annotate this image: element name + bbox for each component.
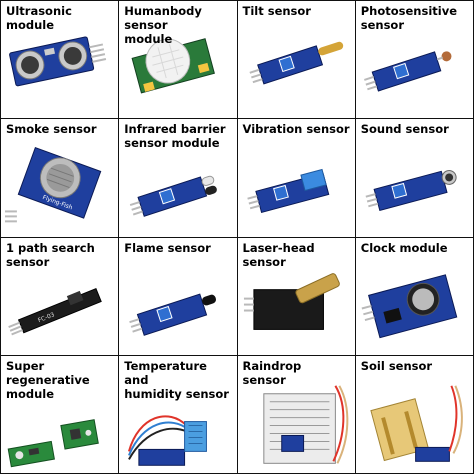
cell-tilt: Tilt sensor bbox=[237, 1, 355, 119]
cell-soil: Soil sensor bbox=[355, 355, 473, 473]
dht-sensor-image bbox=[128, 415, 208, 466]
vibration-sensor-image bbox=[246, 169, 329, 214]
cell-temperature-humidity: Temperature and humidity sensor bbox=[119, 355, 237, 473]
infrared-sensor-image bbox=[130, 176, 218, 218]
sound-sensor-image bbox=[365, 170, 457, 212]
flame-sensor-image bbox=[129, 293, 217, 336]
soil-sensor-image bbox=[370, 385, 463, 462]
label-raindrop: Raindrop sensor bbox=[242, 358, 302, 387]
cell-vibration: Vibration sensor bbox=[237, 119, 355, 237]
clock-module-image bbox=[361, 273, 458, 338]
line-track-sensor-image: FC-03 bbox=[8, 287, 102, 335]
cell-path-search: 1 path search sensor FC-03 bbox=[1, 237, 119, 355]
label-humanbody: Humanbody sensor module bbox=[124, 4, 202, 46]
label-infrared-barrier: Infrared barrier sensor module bbox=[124, 122, 226, 151]
ultrasonic-module-image bbox=[9, 36, 107, 87]
label-tilt: Tilt sensor bbox=[242, 4, 311, 18]
label-flame: Flame sensor bbox=[124, 240, 211, 255]
cell-humanbody: Humanbody sensor module bbox=[119, 1, 237, 119]
rf-module-image bbox=[7, 418, 99, 468]
pir-sensor-image bbox=[131, 38, 216, 94]
cell-clock: Clock module bbox=[355, 237, 473, 355]
label-clock: Clock module bbox=[360, 240, 448, 255]
cell-super-regenerative: Super regenerative module bbox=[1, 355, 119, 473]
cell-ultrasonic: Ultrasonic module bbox=[1, 1, 119, 119]
tilt-sensor-image bbox=[248, 41, 343, 85]
label-path-search: 1 path search sensor bbox=[6, 240, 95, 269]
cell-infrared-barrier: Infrared barrier sensor module bbox=[119, 119, 237, 237]
label-laser-head: Laser-head sensor bbox=[242, 240, 315, 269]
cell-flame: Flame sensor bbox=[119, 237, 237, 355]
label-soil: Soil sensor bbox=[360, 358, 433, 373]
smoke-sensor-image: Flying-Fish bbox=[4, 147, 102, 223]
cell-sound: Sound sensor bbox=[355, 119, 473, 237]
label-sound: Sound sensor bbox=[360, 122, 449, 137]
label-super-regenerative: Super regenerative module bbox=[6, 358, 90, 401]
cell-photosensitive: Photosensitive sensor bbox=[355, 1, 473, 119]
cell-laser-head: Laser-head sensor bbox=[237, 237, 355, 355]
label-photosensitive: Photosensitive sensor bbox=[360, 4, 458, 32]
raindrop-sensor-image bbox=[262, 385, 348, 464]
cell-raindrop: Raindrop sensor bbox=[237, 355, 355, 473]
label-smoke: Smoke sensor bbox=[6, 122, 97, 137]
cell-smoke: Smoke sensor Flying-Fish bbox=[1, 119, 119, 237]
label-ultrasonic: Ultrasonic module bbox=[6, 4, 72, 32]
photo-sensor-image bbox=[363, 51, 452, 92]
laser-module-image bbox=[243, 272, 340, 330]
label-temperature-humidity: Temperature and humidity sensor bbox=[124, 358, 229, 401]
label-vibration: Vibration sensor bbox=[242, 122, 350, 137]
